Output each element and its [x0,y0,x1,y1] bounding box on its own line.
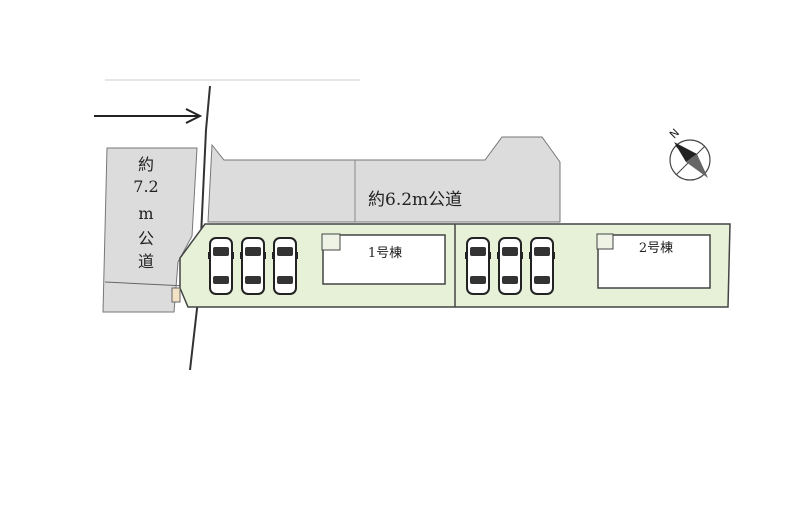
boundary-line [189,85,211,371]
north-road-label: 約6.2m公道 [368,190,462,210]
west-road-label-char: 7.2 [133,177,158,196]
west-road-label-char: 道 [138,252,154,271]
compass-icon: N [667,126,711,181]
north-road [207,136,561,223]
car-icon [497,237,523,295]
entrance-marker [321,233,341,251]
car-icon [529,237,555,295]
car-icon [272,237,298,295]
road-divider [104,281,187,287]
building-1: 1号棟 [321,233,446,285]
west-road-label-char: 約 [138,155,154,174]
parking-area-1 [208,237,298,295]
parking-area-2 [465,237,555,295]
west-road-label: 約 7.2 m 公 道 [133,155,158,271]
west-road-label-char: 公 [138,229,154,248]
building-1-label: 1号棟 [368,246,402,261]
entrance-marker [596,233,614,250]
compass-north-label: N [667,126,682,141]
building-2-label: 2号棟 [639,241,673,256]
building-2: 2号棟 [596,233,711,289]
west-road-label-char: m [138,204,153,223]
car-icon [208,237,234,295]
arrow-right-icon [94,108,203,124]
meter-box [171,287,181,303]
west-road [102,147,198,313]
car-icon [465,237,491,295]
car-icon [240,237,266,295]
